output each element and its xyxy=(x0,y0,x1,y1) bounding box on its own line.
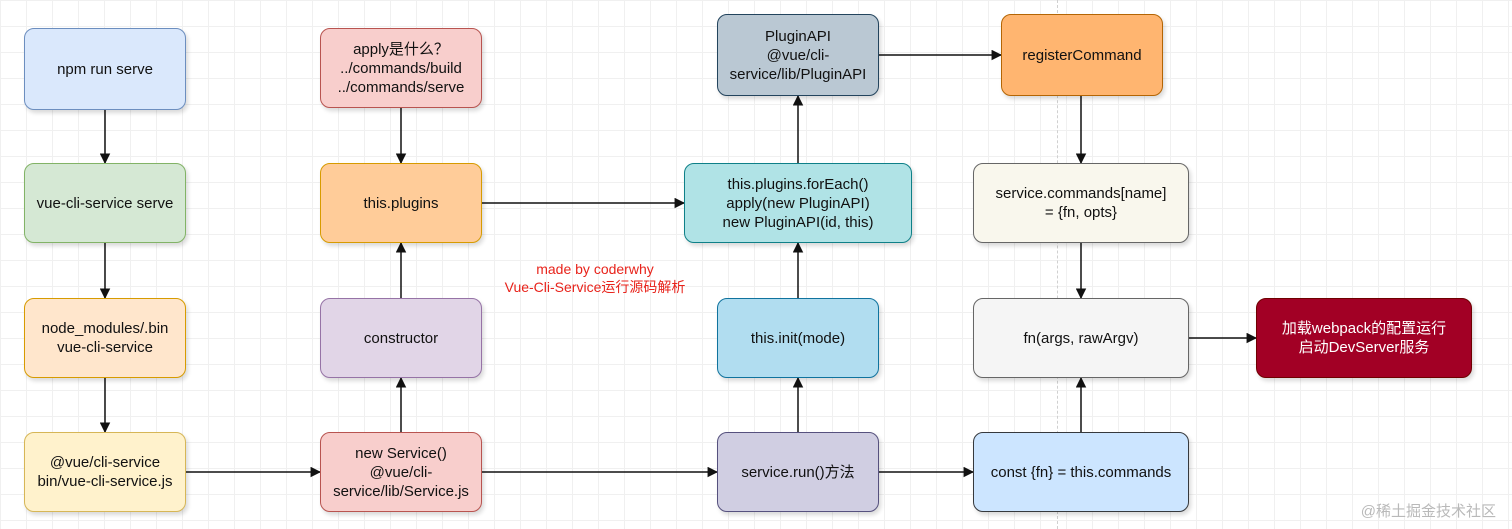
author-annotation: made by coderwhy Vue-Cli-Service运行源码解析 xyxy=(504,261,686,295)
node-webpack: 加载webpack的配置运行 启动DevServer服务 xyxy=(1256,298,1472,378)
node-bin: @vue/cli-service bin/vue-cli-service.js xyxy=(24,432,186,512)
node-const: const {fn} = this.commands xyxy=(973,432,1189,512)
node-nm: node_modules/.bin vue-cli-service xyxy=(24,298,186,378)
node-ctor: constructor xyxy=(320,298,482,378)
node-init: this.init(mode) xyxy=(717,298,879,378)
node-pluginapi: PluginAPI @vue/cli- service/lib/PluginAP… xyxy=(717,14,879,96)
dashed-divider xyxy=(1057,0,1058,529)
node-fn: fn(args, rawArgv) xyxy=(973,298,1189,378)
node-npm: npm run serve xyxy=(24,28,186,110)
node-register: registerCommand xyxy=(1001,14,1163,96)
node-commands: service.commands[name] = {fn, opts} xyxy=(973,163,1189,243)
node-newsvc: new Service() @vue/cli- service/lib/Serv… xyxy=(320,432,482,512)
node-plugins: this.plugins xyxy=(320,163,482,243)
watermark: @稀土掘金技术社区 xyxy=(1360,503,1496,520)
node-apply: apply是什么？ ../commands/build ../commands/… xyxy=(320,28,482,108)
node-vcs: vue-cli-service serve xyxy=(24,163,186,243)
node-run: service.run()方法 xyxy=(717,432,879,512)
node-foreach: this.plugins.forEach() apply(new PluginA… xyxy=(684,163,912,243)
